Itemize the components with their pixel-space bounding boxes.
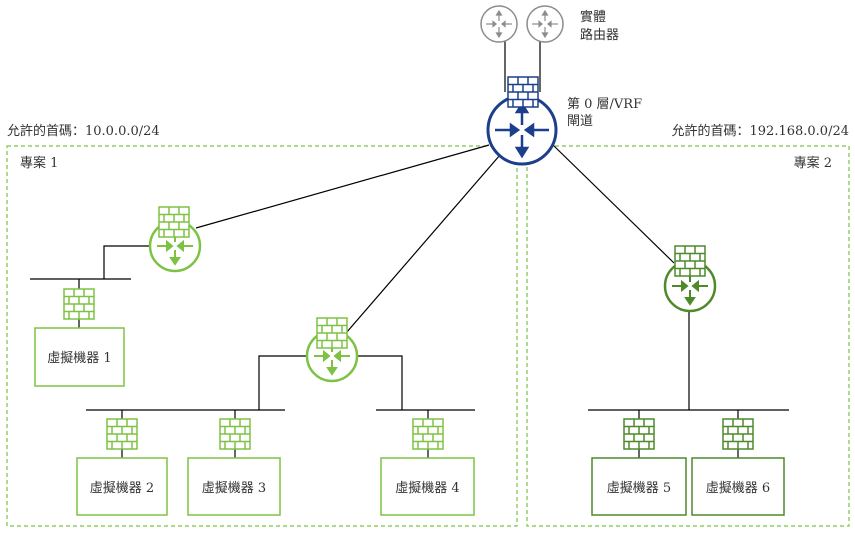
- vm1-label: 虛擬機器 1: [47, 350, 111, 366]
- gateway-firewall-icon: [507, 76, 539, 108]
- project1-prefix-label: 允許的首碼：10.0.0.0/24: [7, 123, 160, 139]
- vm4-box: 虛擬機器 4: [380, 457, 475, 516]
- vm3-firewall-icon: [219, 418, 251, 450]
- vm6-label: 虛擬機器 6: [706, 480, 770, 496]
- physical-routers-label-line2: 路由器: [580, 27, 619, 43]
- vm4-firewall-icon: [412, 418, 444, 450]
- vm3-box: 虛擬機器 3: [187, 457, 281, 516]
- project1-router1-firewall-icon: [158, 206, 190, 238]
- gateway-label-line2: 閘道: [567, 114, 593, 129]
- project1-router2-firewall-icon: [316, 317, 348, 349]
- gateway-label-line1: 第 0 層/VRF: [567, 97, 642, 112]
- project2-boundary: [526, 145, 850, 527]
- project1-name: 專案 1: [20, 156, 58, 171]
- vm5-firewall-icon: [623, 418, 655, 450]
- physical-router-right-icon: [526, 5, 564, 43]
- physical-routers-label-line1: 實體: [580, 9, 606, 25]
- vm6-firewall-icon: [722, 418, 754, 450]
- vm6-box: 虛擬機器 6: [691, 457, 785, 516]
- vm3-label: 虛擬機器 3: [202, 480, 266, 496]
- project2-name: 專案 2: [794, 156, 832, 171]
- physical-router-left-icon: [480, 5, 518, 43]
- project1-boundary: [6, 145, 518, 527]
- vm2-label: 虛擬機器 2: [90, 480, 154, 496]
- vm2-box: 虛擬機器 2: [76, 457, 168, 516]
- vm1-box: 虛擬機器 1: [34, 327, 125, 387]
- vm1-firewall-icon: [63, 288, 95, 320]
- vm2-firewall-icon: [106, 418, 138, 450]
- vm5-box: 虛擬機器 5: [591, 457, 687, 516]
- project2-prefix-label: 允許的首碼：192.168.0.0/24: [672, 123, 850, 139]
- vm4-label: 虛擬機器 4: [395, 480, 459, 496]
- project2-router-firewall-icon: [674, 245, 706, 277]
- vm5-label: 虛擬機器 5: [607, 480, 671, 496]
